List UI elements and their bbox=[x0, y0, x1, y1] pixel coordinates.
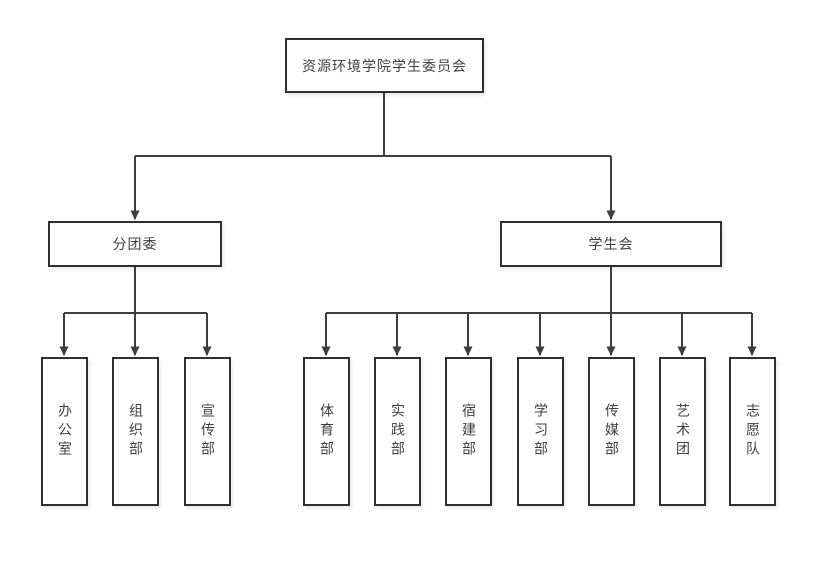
leaf-node-label: 艺术团 bbox=[674, 403, 690, 460]
root-node-label: 资源环境学院学生委员会 bbox=[302, 58, 467, 75]
root-node: 资源环境学院学生委员会 bbox=[285, 38, 484, 93]
leaf-node-study: 学习部 bbox=[516, 357, 564, 506]
leaf-node-media: 传媒部 bbox=[587, 357, 635, 506]
leaf-node-label: 实践部 bbox=[389, 403, 405, 460]
leaf-node-label: 体育部 bbox=[318, 403, 334, 460]
leaf-node-publicity: 宣传部 bbox=[183, 357, 231, 506]
connector-group bbox=[59, 93, 757, 356]
leaf-node-volunteer-team: 志愿队 bbox=[728, 357, 776, 506]
leaf-node-label: 宣传部 bbox=[199, 403, 215, 460]
leaf-node-label: 传媒部 bbox=[603, 403, 619, 460]
branch-node-label: 分团委 bbox=[112, 237, 158, 253]
leaf-node-label: 志愿队 bbox=[744, 403, 760, 460]
leaf-node-label: 学习部 bbox=[532, 403, 548, 460]
leaf-node-art-troupe: 艺术团 bbox=[658, 357, 706, 506]
leaf-node-practice: 实践部 bbox=[373, 357, 421, 506]
leaf-node-organization: 组织部 bbox=[111, 357, 159, 506]
leaf-node-sports: 体育部 bbox=[302, 357, 350, 506]
branch-node-student-union: 学生会 bbox=[500, 221, 722, 267]
leaf-node-label: 组织部 bbox=[127, 403, 143, 460]
leaf-node-dormitory: 宿建部 bbox=[444, 357, 492, 506]
leaf-node-office: 办公室 bbox=[40, 357, 88, 506]
leaf-node-label: 办公室 bbox=[56, 403, 72, 460]
leaf-node-label: 宿建部 bbox=[460, 403, 476, 460]
branch-node-youth-league: 分团委 bbox=[48, 221, 222, 267]
branch-node-label: 学生会 bbox=[588, 237, 634, 253]
